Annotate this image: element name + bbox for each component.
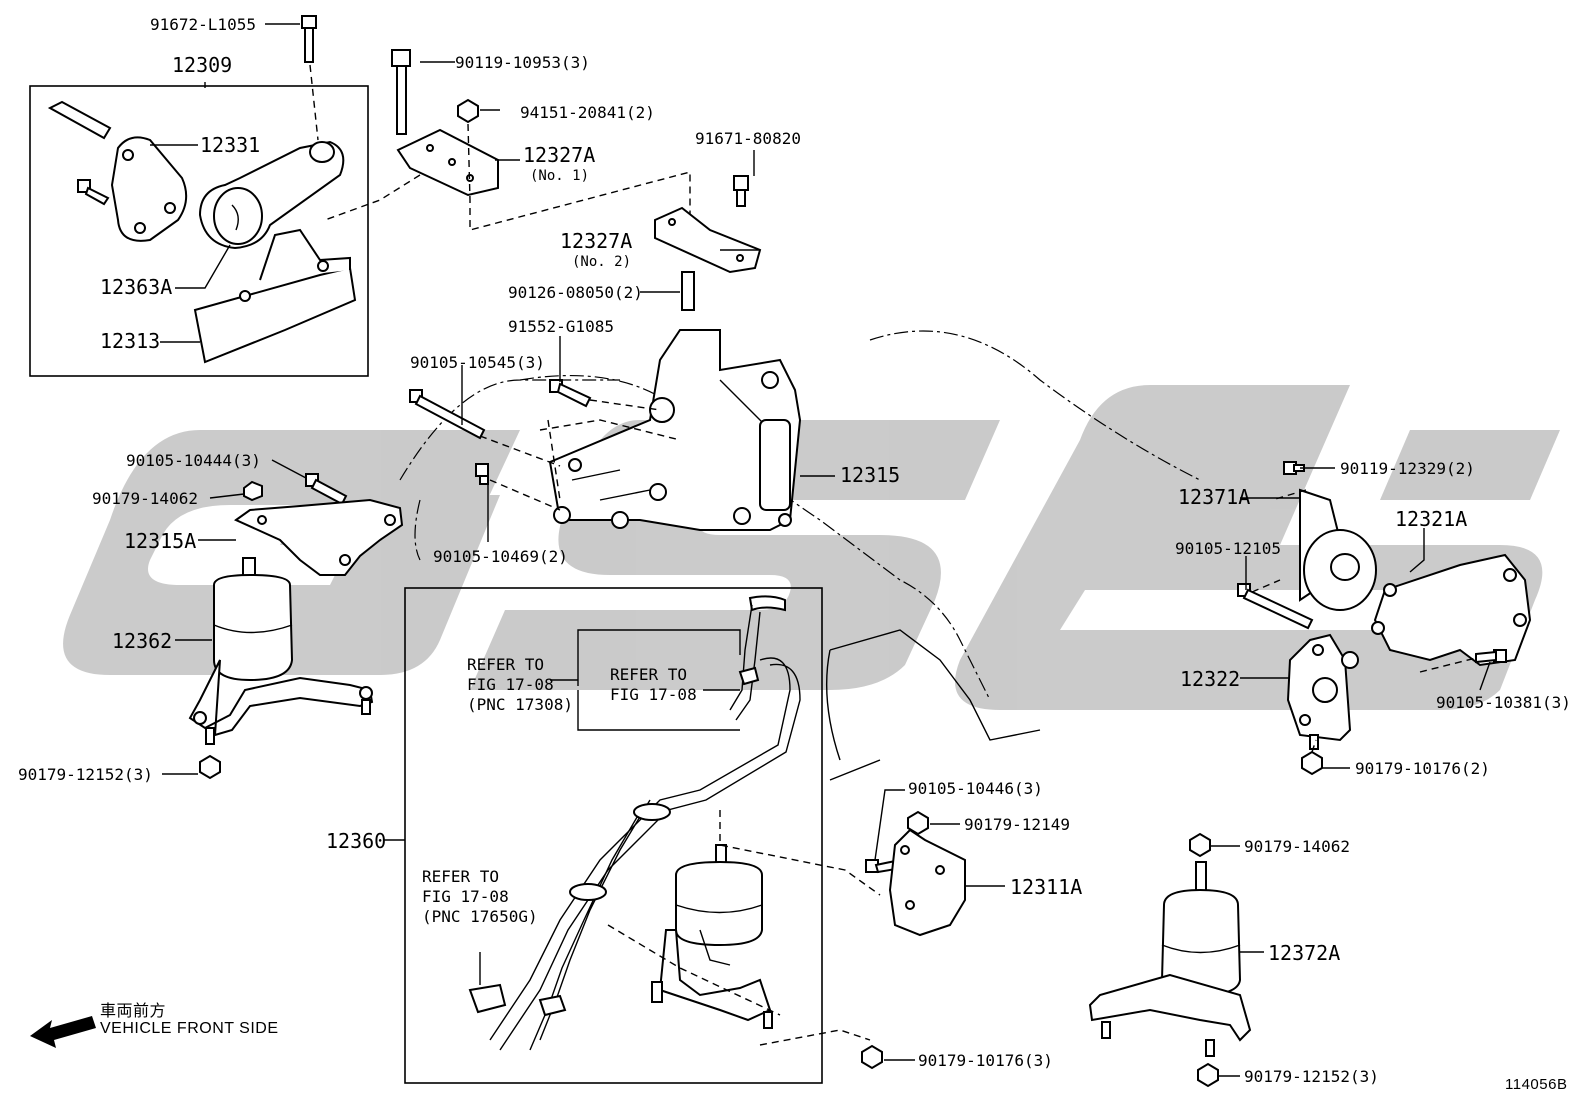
bolt-90105-10381 [1475,649,1507,664]
label-12313: 12313 [100,329,160,353]
nut-90179-10176-2 [1301,750,1323,776]
label-12309: 12309 [172,53,232,77]
bolt-91552 [549,379,592,408]
direction-label-jp: 車両前方 [100,1003,167,1020]
figure-id: 114056B [1505,1076,1568,1093]
label-12315: 12315 [840,463,900,487]
label-91552-G1085: 91552-G1085 [508,317,614,336]
bolt-91672 [301,15,317,63]
nut-90179-12152-right [1197,1062,1219,1088]
label-90105-12105: 90105-12105 [1175,539,1281,558]
label-90179-12152-right: 90179-12152(3) [1244,1067,1379,1086]
label-12327A-no1-sub: (No. 1) [530,168,589,184]
label-12372A: 12372A [1268,941,1340,965]
mount-12372A [1088,861,1252,1057]
label-12311A: 12311A [1010,875,1082,899]
stud-90126 [681,271,695,311]
hose-assembly-12360 [468,595,801,1051]
label-90179-12152-left: 90179-12152(3) [18,765,153,784]
label-12362: 12362 [112,629,172,653]
bracket-12311A [888,828,966,937]
ref3-line3: (PNC 17650G) [422,907,538,926]
label-90105-10446: 90105-10446(3) [908,779,1043,798]
label-90105-10545: 90105-10545(3) [410,353,545,372]
label-12327A-no2: 12327A [560,229,632,253]
part-labels: 91672-L1055 12309 90119-10953(3) 94151-2… [18,15,1571,1086]
bolt-upper-left [47,100,112,140]
ref1-line3: (PNC 17308) [467,695,573,714]
group-box-12309 [29,85,369,377]
label-12363A: 12363A [100,275,172,299]
label-12321A: 12321A [1395,507,1467,531]
nut-90179-12149 [907,810,929,836]
label-12327A-no2-sub: (No. 2) [572,254,631,270]
direction-label-en: VEHICLE FRONT SIDE [100,1020,279,1037]
bracket-12313 [193,228,357,364]
reference-notes: REFER TO FIG 17-08 (PNC 17308) REFER TO … [422,655,697,926]
leader-lines [150,23,1491,1077]
bracket-12327A-no2 [654,206,762,274]
bracket-12315 [548,329,802,531]
bolt-small-left [77,179,110,206]
bolt-90105-10469 [475,463,489,485]
engine-outline [399,330,1201,701]
watermark-letter-g2-bar [1380,430,1560,500]
bolt-90119-12329 [1283,461,1305,475]
ref3-line1: REFER TO [422,867,499,886]
mount-12362 [188,557,374,745]
nut-90179-14062 [243,480,263,502]
label-90119-10953: 90119-10953(3) [455,53,590,72]
label-90126-08050: 90126-08050(2) [508,283,643,302]
ref1-line2: FIG 17-08 [467,675,554,694]
label-91672-L1055: 91672-L1055 [150,15,256,34]
label-12331: 12331 [200,133,260,157]
label-90179-10176-2: 90179-10176(2) [1355,759,1490,778]
label-91671-80820: 91671-80820 [695,129,801,148]
label-90119-12329: 90119-12329(2) [1340,459,1475,478]
bracket-12315A [234,498,404,576]
ref3-line2: FIG 17-08 [422,887,509,906]
label-90179-14062-left: 90179-14062 [92,489,198,508]
bracket-12331 [110,136,188,242]
group-box-12360 [404,587,823,1084]
arrow-left-icon [30,1016,96,1048]
bracket-12322 [1286,633,1359,750]
nut-90179-10176-3 [861,1044,883,1070]
label-90105-10444: 90105-10444(3) [126,451,261,470]
bracket-12371A [1299,488,1377,611]
label-90179-12149: 90179-12149 [964,815,1070,834]
label-90105-10381: 90105-10381(3) [1436,693,1571,712]
bolt-91671 [733,175,749,207]
bolt-90119-10953 [391,49,411,135]
label-12327A-no1: 12327A [523,143,595,167]
mount-12363A [198,140,345,250]
bracket-12327A-no1 [396,128,499,197]
label-12315A: 12315A [124,529,196,553]
bracket-12321A [1371,553,1532,667]
nut-90179-12152-left [199,754,221,780]
nut-94151 [457,98,479,124]
label-94151-20841: 94151-20841(2) [520,103,655,122]
transaxle-outline [825,629,1041,781]
label-12360: 12360 [326,829,386,853]
ref2-line1: REFER TO [610,665,687,684]
label-90179-14062-right: 90179-14062 [1244,837,1350,856]
bolt-90105-12105 [1237,583,1314,630]
label-12371A: 12371A [1178,485,1250,509]
ref1-line1: REFER TO [467,655,544,674]
nut-90179-14062-right [1189,832,1211,858]
label-90179-10176-3: 90179-10176(3) [918,1051,1053,1070]
label-12322: 12322 [1180,667,1240,691]
mount-front [651,844,773,1029]
ref2-line2: FIG 17-08 [610,685,697,704]
label-90105-10469: 90105-10469(2) [433,547,568,566]
